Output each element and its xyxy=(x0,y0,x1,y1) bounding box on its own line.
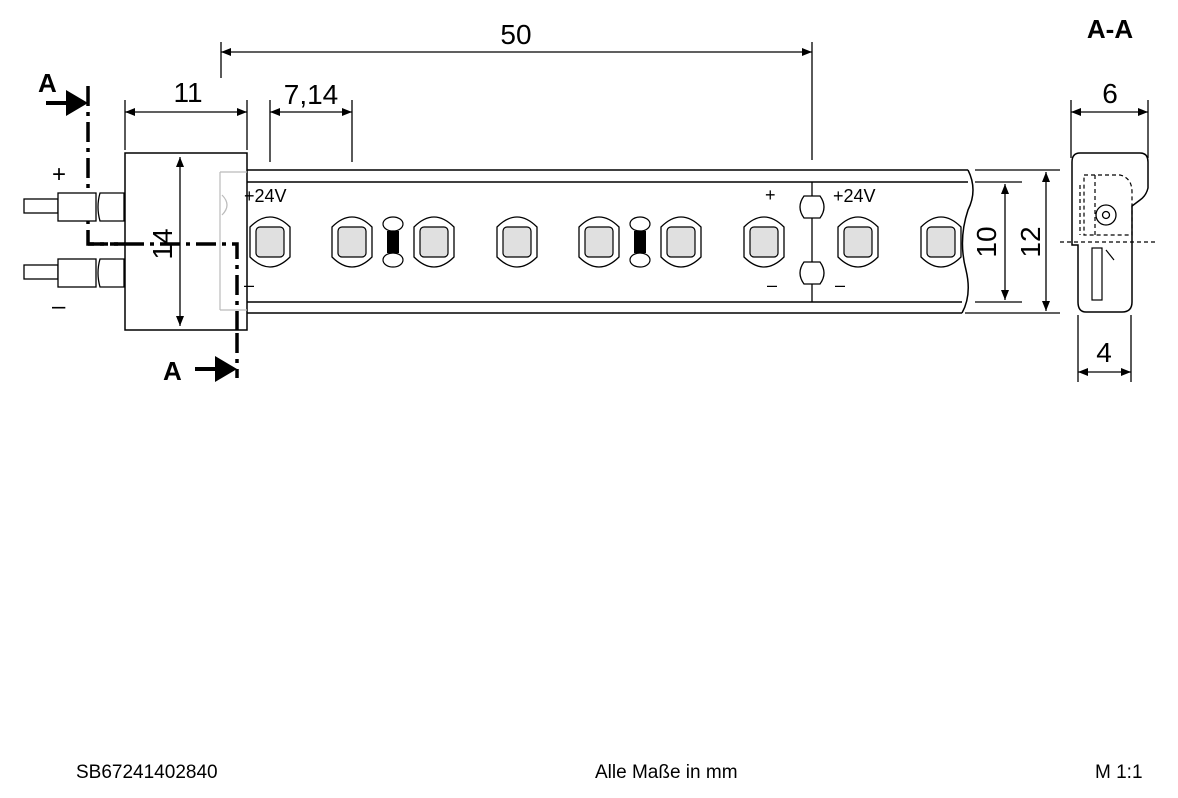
dimension-4: 4 xyxy=(1077,315,1132,382)
section-marker-bottom: A xyxy=(163,356,237,386)
voltage-label-2: +24V xyxy=(833,186,876,206)
wire-minus xyxy=(23,258,125,288)
minus-sign-2: – xyxy=(835,275,845,295)
article-number: SB67241402840 xyxy=(76,762,218,783)
dimension-11: 11 xyxy=(124,77,248,150)
dimension-11-label: 11 xyxy=(173,77,202,108)
dimension-7-14-label: 7,14 xyxy=(284,79,339,110)
dimension-12-label: 12 xyxy=(1015,226,1046,257)
dimension-6-label: 6 xyxy=(1102,78,1118,109)
resistor xyxy=(382,216,404,268)
dimension-4-label: 4 xyxy=(1096,337,1112,368)
dimension-12: 12 xyxy=(965,169,1060,314)
solder-pads xyxy=(799,195,825,285)
led xyxy=(660,216,702,268)
leds xyxy=(249,216,962,268)
wire-minus-sign: – xyxy=(52,293,66,320)
scale-label: M 1:1 xyxy=(1095,762,1143,783)
resistor xyxy=(629,216,651,268)
minus-sign-1: – xyxy=(244,275,254,295)
led xyxy=(743,216,785,268)
led xyxy=(920,216,962,268)
dimension-6: 6 xyxy=(1070,78,1149,158)
wire-plus-sign: + xyxy=(52,161,66,188)
section-arrow-top-icon xyxy=(66,90,88,116)
units-note: Alle Maße in mm xyxy=(595,762,738,783)
dimension-7-14: 7,14 xyxy=(269,79,353,162)
minus-sign-cut: – xyxy=(767,275,777,295)
section-marker-top-label: A xyxy=(38,68,57,98)
section-title: A-A xyxy=(1087,14,1133,44)
led xyxy=(413,216,455,268)
wire-plus xyxy=(23,192,125,222)
connector-housing: 14 xyxy=(124,152,248,331)
led xyxy=(578,216,620,268)
section-arrow-bottom-icon xyxy=(215,356,237,382)
voltage-label-1: +24V xyxy=(244,186,287,206)
dimension-10-label: 10 xyxy=(971,226,1002,257)
led xyxy=(496,216,538,268)
dimension-50: 50 xyxy=(220,19,813,160)
section-marker-top: A xyxy=(38,68,88,116)
dimension-10: 10 xyxy=(971,181,1022,303)
strip-break-line xyxy=(961,169,974,314)
section-marker-bottom-label: A xyxy=(163,356,182,386)
resistors xyxy=(382,216,651,268)
cross-section-view xyxy=(1060,152,1156,313)
led xyxy=(837,216,879,268)
led xyxy=(331,216,373,268)
led xyxy=(249,216,291,268)
dimension-50-label: 50 xyxy=(500,19,531,50)
plus-sign-cut: + xyxy=(765,185,776,205)
